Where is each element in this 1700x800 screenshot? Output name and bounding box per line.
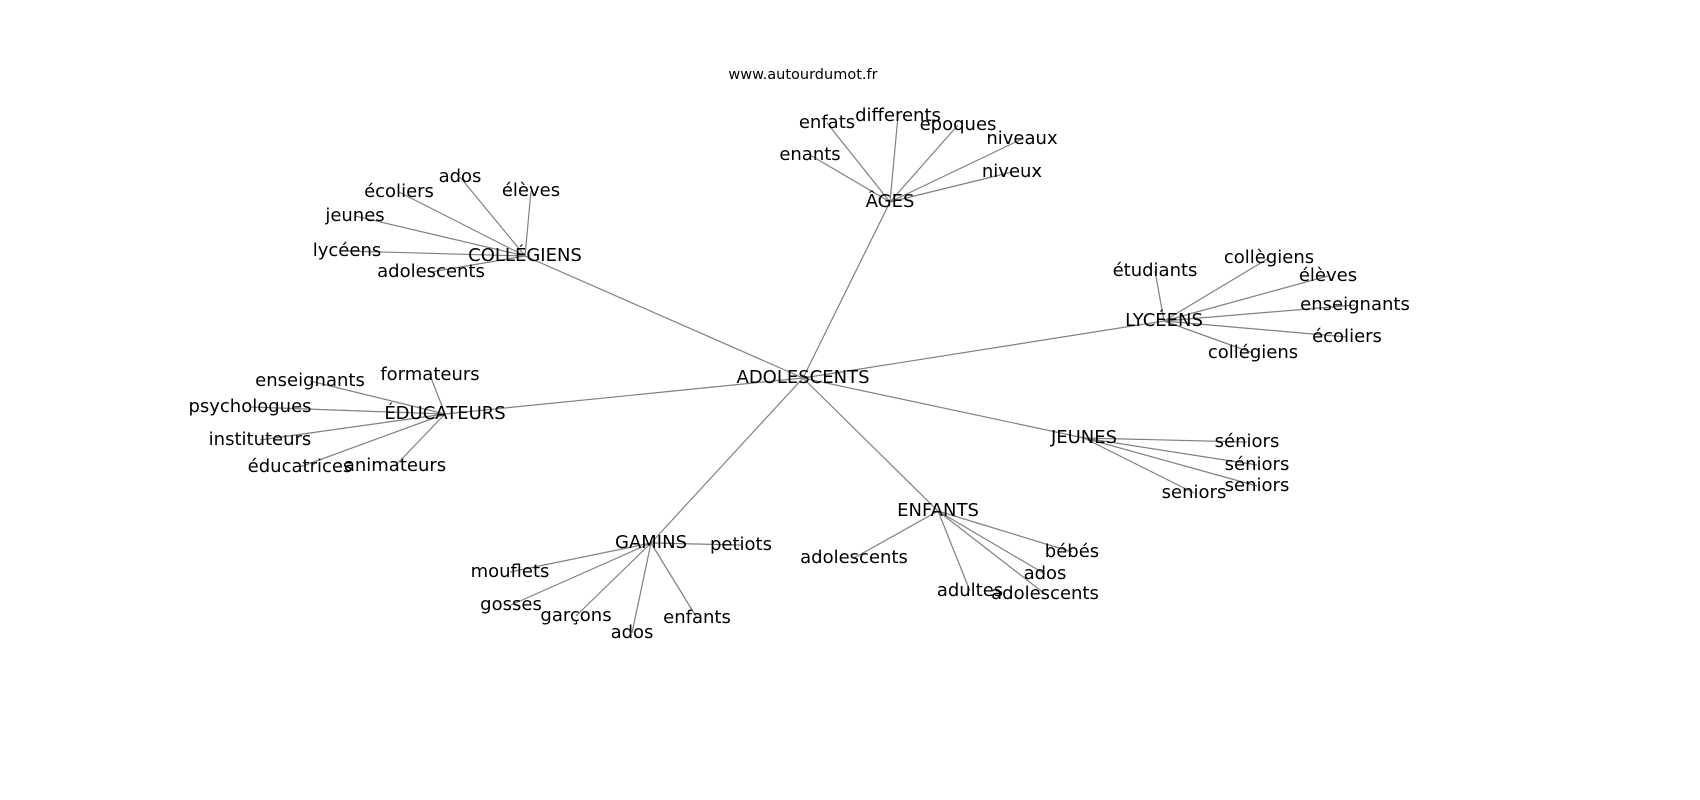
hub-leaf-edge — [398, 191, 526, 257]
leaf-node-label[interactable]: jeunes — [324, 205, 384, 226]
leaf-node-label[interactable]: écoliers — [364, 181, 434, 202]
hub-leaf-edge — [1154, 270, 1165, 322]
leaf-node-label[interactable]: collégiens — [1208, 342, 1298, 363]
leaf-node-label[interactable]: bébés — [1045, 541, 1099, 562]
leaf-node-label[interactable]: niveaux — [986, 128, 1058, 149]
leaf-node-label[interactable]: gosses — [480, 594, 542, 615]
hub-leaf-edge — [510, 542, 652, 606]
hub-leaf-edge — [459, 176, 526, 257]
hub-leaf-edge — [937, 510, 1073, 553]
hub-leaf-edge — [650, 542, 742, 546]
root-hub-edge — [802, 320, 1165, 379]
hub-leaf-edge — [575, 542, 652, 617]
hub-leaf-edge — [299, 413, 446, 468]
hub-leaf-edge — [889, 138, 1023, 203]
hub-leaf-edge — [509, 542, 652, 573]
root-hub-edge — [444, 377, 804, 415]
leaf-node-label[interactable]: enfats — [799, 112, 855, 133]
leaf-node-label[interactable]: psychologues — [188, 396, 311, 417]
hub-leaf-edge — [809, 154, 891, 203]
leaf-node-label[interactable]: ados — [439, 166, 482, 187]
hub-leaf-edge — [1083, 437, 1195, 494]
hub-leaf-edge — [394, 413, 446, 467]
hub-leaf-edge — [826, 122, 891, 203]
leaf-node-label[interactable]: mouflets — [471, 561, 550, 582]
hub-leaf-edge — [354, 215, 526, 257]
hub-leaf-edge — [249, 406, 446, 415]
hub-leaf-edge — [631, 542, 652, 634]
leaf-node-label[interactable]: seniors — [1162, 482, 1227, 503]
leaf-node-label[interactable]: enfants — [663, 607, 731, 628]
hub-leaf-edge — [889, 171, 1013, 203]
hub-leaf-edge — [1083, 437, 1258, 487]
hub-node-label[interactable]: LYCÉENS — [1125, 309, 1203, 331]
leaf-node-label[interactable]: étudiants — [1113, 260, 1198, 281]
leaf-node-label[interactable]: lycéens — [313, 240, 381, 261]
leaf-node-label[interactable]: enseignants — [255, 370, 365, 391]
hub-leaf-edge — [1083, 437, 1248, 443]
hub-node-label[interactable]: COLLÉGIENS — [468, 244, 582, 266]
leaf-node-label[interactable]: animateurs — [344, 455, 446, 476]
root-hub-edge — [524, 255, 804, 379]
leaf-node-label[interactable]: enseignants — [1300, 294, 1410, 315]
leaf-node-label[interactable]: ados — [1024, 563, 1067, 584]
hub-leaf-edge — [346, 250, 526, 257]
hub-leaf-edge — [259, 413, 446, 441]
leaf-node-label[interactable]: adolescents — [991, 583, 1099, 604]
leaf-node-label[interactable]: ados — [611, 622, 654, 643]
root-hub-edge — [802, 377, 1085, 439]
leaf-node-label[interactable]: enants — [779, 144, 840, 165]
leaf-node-label[interactable]: garçons — [540, 605, 611, 626]
hub-node-label[interactable]: GAMINS — [615, 532, 687, 553]
leaf-node-label[interactable]: écoliers — [1312, 326, 1382, 347]
hub-leaf-edge — [1163, 320, 1348, 338]
leaf-node-label[interactable]: formateurs — [380, 364, 479, 385]
hub-node-label[interactable]: ÂGES — [866, 190, 915, 212]
hub-leaf-edge — [524, 190, 532, 257]
hub-leaf-edge — [937, 510, 971, 592]
hub-leaf-edge — [309, 380, 446, 415]
hub-leaf-edge — [1163, 257, 1270, 322]
hub-leaf-edge — [889, 115, 899, 203]
hub-leaf-edge — [889, 124, 959, 203]
leaf-node-label[interactable]: séniors — [1215, 431, 1280, 452]
leaf-node-label[interactable]: adolescents — [377, 261, 485, 282]
hub-node-label[interactable]: ÉDUCATEURS — [384, 402, 505, 424]
root-hub-edge — [802, 201, 891, 379]
leaf-node-label[interactable]: élèves — [1299, 265, 1357, 286]
leaf-node-label[interactable]: differents — [855, 105, 941, 126]
hub-leaf-edge — [430, 255, 526, 273]
leaf-node-label[interactable]: adultes — [937, 580, 1003, 601]
root-hub-edge — [802, 377, 939, 512]
leaf-node-label[interactable]: collègiens — [1224, 247, 1314, 268]
leaf-node-label[interactable]: niveux — [982, 161, 1043, 182]
hub-leaf-edge — [937, 510, 1046, 575]
root-node-label[interactable]: ADOLESCENTS — [737, 367, 870, 388]
hub-leaf-edge — [1163, 304, 1356, 322]
hub-node-label[interactable]: JEUNES — [1050, 427, 1117, 448]
hub-leaf-edge — [937, 510, 1046, 595]
leaf-node-label[interactable]: epoques — [920, 114, 997, 135]
hub-leaf-edge — [1163, 320, 1254, 354]
leaf-node-label[interactable]: éducatrices — [248, 456, 353, 477]
hub-node-label[interactable]: ENFANTS — [897, 500, 979, 521]
site-title: www.autourdumot.fr — [728, 67, 878, 83]
leaf-node-label[interactable]: séniors — [1225, 454, 1290, 475]
hub-leaf-edge — [1163, 275, 1329, 322]
leaf-node-label[interactable]: adolescents — [800, 547, 908, 568]
leaf-node-label[interactable]: seniors — [1225, 475, 1290, 496]
hub-leaf-edge — [429, 374, 446, 415]
hub-leaf-edge — [1083, 437, 1258, 466]
leaf-node-label[interactable]: petiots — [710, 534, 772, 555]
hub-leaf-edge — [853, 510, 939, 559]
root-hub-edge — [650, 377, 804, 544]
leaf-node-label[interactable]: élèves — [502, 180, 560, 201]
hub-leaf-edge — [650, 542, 698, 619]
leaf-node-label[interactable]: instituteurs — [209, 429, 312, 450]
